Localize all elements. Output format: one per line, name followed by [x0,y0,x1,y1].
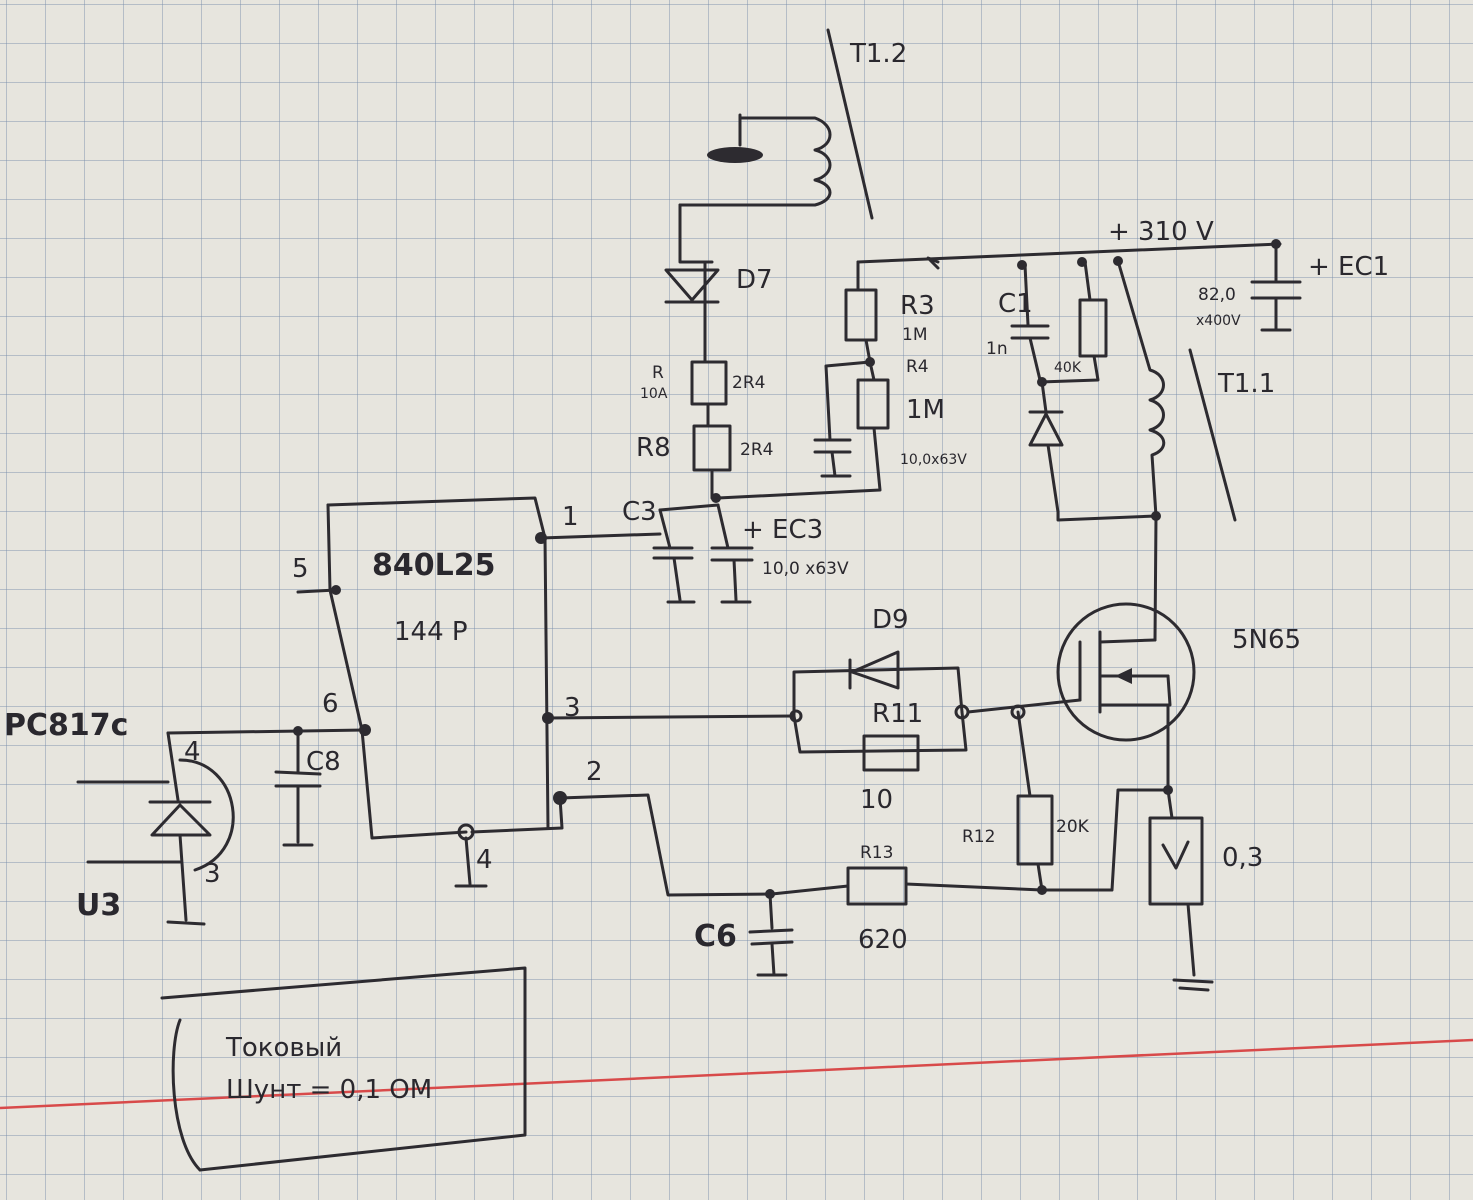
diode-d9 [848,650,900,690]
label-ec3: + EC3 [742,515,823,545]
wire-pin6 [166,728,367,735]
transformer-t11 [1116,259,1237,522]
diode-snubber [1028,380,1064,514]
pc-pin-3: 3 [204,859,221,889]
label-t12: T1.2 [849,39,907,69]
ground-shunt [1172,978,1214,992]
label-r11: R11 [872,699,923,729]
label-r4: R4 [906,357,929,377]
pin-2: 2 [586,757,603,787]
label-40k: 40K [1054,360,1082,376]
resistor-r13 [846,866,908,906]
label-r12: R12 [962,827,995,847]
capacitor-ec1 [1250,242,1302,332]
capacitor-c3 [652,546,696,604]
margin-line [0,1038,1473,1110]
wire-gate [966,698,1082,714]
label-5n65: 5N65 [1232,625,1301,655]
label-r12-value: 20K [1056,817,1090,837]
label-u3: U3 [76,888,121,923]
wire-r4-vcc [716,426,882,500]
label-c1: C1 [998,289,1033,319]
ic-subtitle: 144 P [394,617,468,647]
pin-4: 4 [476,845,493,875]
label-d7: D7 [736,265,773,295]
ic-body [326,496,550,830]
label-r11-value: 10 [860,785,893,815]
wire-drain [1153,514,1158,642]
label-r3-value: 1M [902,325,927,345]
label-c8: C8 [306,747,341,777]
pin-6: 6 [322,689,339,719]
label-c6: C6 [694,919,737,954]
label-pc817: PC817c [4,708,128,743]
label-310v: + 310 V [1108,217,1214,247]
label-r8: R8 [636,433,671,463]
pin-5: 5 [292,554,309,584]
transformer-t12 [678,28,874,220]
label-r3: R3 [900,291,935,321]
label-r-value: 10A [640,386,668,402]
capacitor-c1 [1010,324,1050,340]
capacitor-c8 [274,729,322,847]
label-d9: D9 [872,605,909,635]
resistor-r4 [856,378,890,430]
resistor-r [690,360,728,406]
label-t11: T1.1 [1217,369,1275,399]
label-ec3-value: 10,0 x63V [762,559,849,579]
resistor-r3 [844,288,878,342]
label-r8-2r4: 2R4 [740,440,773,460]
label-r13-value: 620 [858,925,908,955]
wire-shunt-gnd [1186,902,1196,977]
capacitor-c6 [748,892,794,977]
label-r-2r4: 2R4 [732,373,765,393]
diode-d7 [664,260,720,364]
resistor-40k [1078,298,1108,358]
capacitor-ec3 [710,546,754,604]
rail-310v [856,242,1282,264]
wire-pin1 [539,532,662,540]
note-line-2: Шунт = 0,1 ОМ [226,1075,432,1105]
wire-snubber-drain [1056,510,1158,522]
current-shunt [1148,816,1204,906]
label-ec1-value: 82,0 [1198,285,1236,305]
label-shunt-value: 0,3 [1222,843,1263,873]
note-line-1: Токовый [225,1033,342,1063]
label-ec1-voltage: x400V [1196,313,1241,329]
label-c1-value: 1n [986,339,1008,359]
label-r13: R13 [860,843,893,863]
resistor-r11 [862,734,920,772]
resistor-r8 [692,424,732,472]
label-ec1: + EC1 [1308,252,1389,282]
note-box [160,966,527,1172]
wire-t12-d7 [678,203,714,264]
label-c3: C3 [622,497,657,527]
pin-1: 1 [562,502,579,532]
optocoupler-pc817 [76,731,235,926]
label-r4-value: 1M [906,395,945,425]
pin-3: 3 [564,693,581,723]
node-vcc [711,493,721,503]
mosfet-5n65 [1056,602,1196,792]
wire-pin3 [546,714,796,720]
label-cap-r4: 10,0x63V [900,452,967,468]
wire-pin2 [558,793,774,897]
ic-name: 840L25 [372,548,496,583]
label-r: R [652,363,664,383]
resistor-r12 [1016,794,1054,866]
capacitor-r4 [813,438,852,478]
pc-pin-4: 4 [184,737,201,767]
